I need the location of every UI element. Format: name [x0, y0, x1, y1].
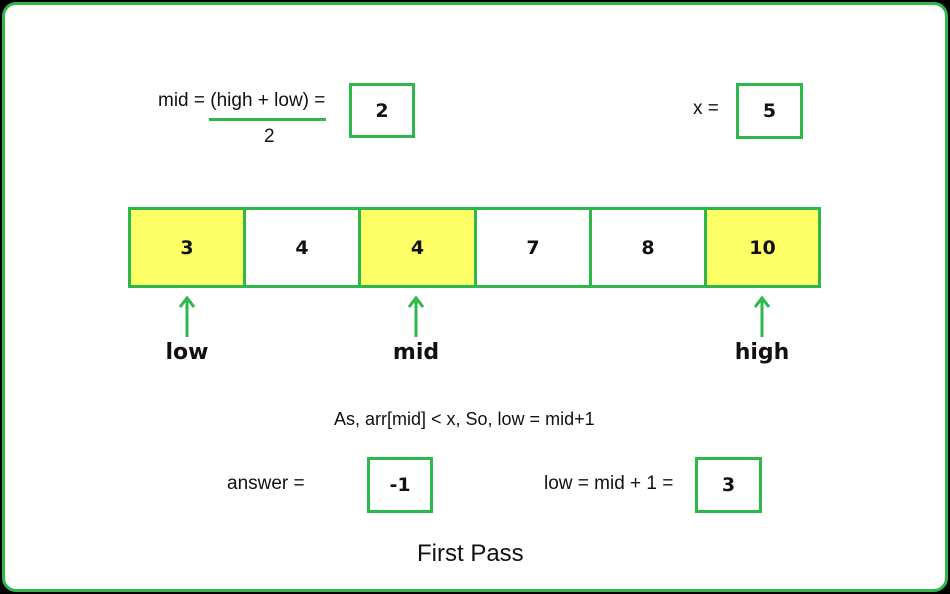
update-value-box: 3 [695, 457, 762, 513]
target-label: x = [693, 98, 719, 119]
array-cell: 10 [704, 207, 821, 288]
update-label: low = mid + 1 = [544, 473, 674, 494]
mid-formula-numerator: mid = (high + low) = [158, 90, 326, 111]
array-cell: 8 [589, 207, 707, 288]
mid-value-box: 2 [349, 83, 415, 138]
array-cell: 7 [474, 207, 592, 288]
target-value-box: 5 [736, 83, 803, 139]
answer-value-box: -1 [367, 457, 433, 513]
caption: First Pass [417, 540, 524, 567]
array-cell: 3 [128, 207, 246, 288]
condition-text: As, arr[mid] < x, So, low = mid+1 [334, 409, 595, 429]
answer-label: answer = [227, 473, 305, 494]
low-pointer-label: low [165, 340, 209, 365]
array-cell: 4 [358, 207, 477, 288]
mid-pointer-label: mid [392, 340, 440, 365]
high-arrow-icon [753, 295, 771, 337]
array-cell: 4 [243, 207, 361, 288]
fraction-line [209, 118, 326, 121]
mid-arrow-icon [407, 295, 425, 337]
mid-formula-denominator: 2 [264, 126, 275, 147]
low-arrow-icon [178, 295, 196, 337]
high-pointer-label: high [734, 340, 790, 365]
